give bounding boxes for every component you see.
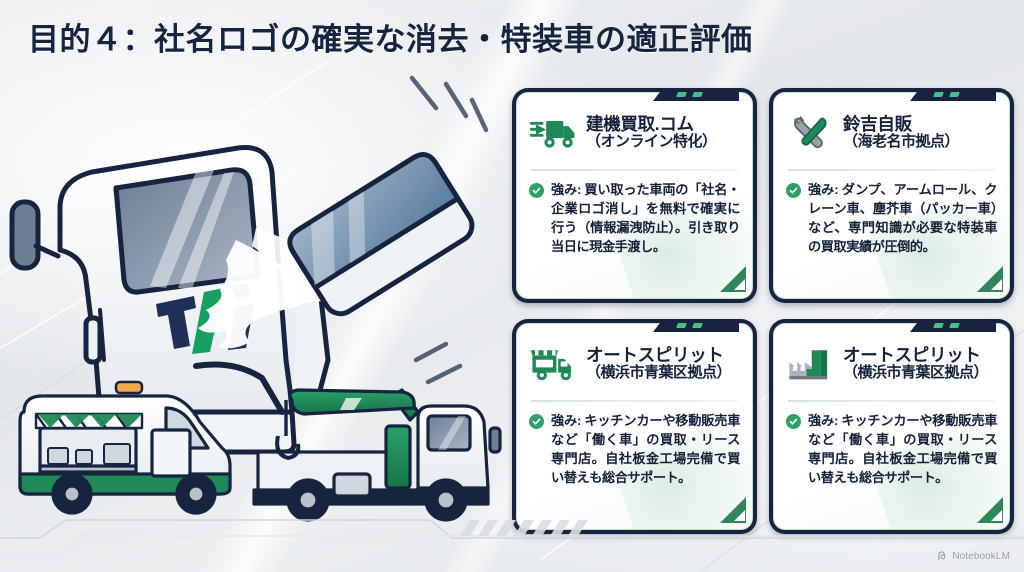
card-company-sub: （オンライン特化） xyxy=(586,133,717,151)
card-company-name: 鈴吉自販 xyxy=(843,113,912,134)
card-corner-triangle xyxy=(977,497,1003,523)
card-notch-decoration xyxy=(910,319,996,332)
card-strength-text: 強み: キッチンカーや移動販売車など「働く車」の買取・リース専門店。自社板金工場… xyxy=(808,412,997,486)
card-strength-text: 強み: ダンプ、アームロール、クレーン車、塵芥車（パッカー車）など、専門知識が必… xyxy=(808,181,997,255)
eraser xyxy=(287,152,475,317)
motion-lines xyxy=(409,75,489,385)
card-company-name: 建機買取.コム xyxy=(586,113,694,134)
card-corner-triangle xyxy=(720,266,746,292)
card-corner-triangle xyxy=(977,266,1003,292)
notebooklm-watermark: NotebookLM xyxy=(937,551,1010,562)
card-notch-decoration xyxy=(653,88,739,101)
card-company-sub: （横浜市青葉区拠点） xyxy=(586,364,732,382)
side-mirror xyxy=(9,199,61,271)
wheels xyxy=(286,478,468,522)
card-strength-text: 強み: キッチンカーや移動販売車など「働く車」の買取・リース専門店。自社板金工場… xyxy=(551,412,740,486)
delivery-truck-icon xyxy=(529,121,575,148)
card-divider xyxy=(788,169,995,171)
card-strength-bullet: 強み: 買い取った車両の「社名・企業ロゴ消し」を無料で確実に行う（情報漏洩防止）… xyxy=(529,180,740,257)
erase-smear xyxy=(198,228,330,349)
company-card-suzukichi-jihan[interactable]: 鈴吉自販 （海老名市拠点） 強み: ダンプ、アームロール、クレーン車、塵芥車（パ… xyxy=(769,88,1014,303)
check-circle-icon xyxy=(786,182,801,198)
kitchen-car xyxy=(18,394,232,515)
notebooklm-label: NotebookLM xyxy=(952,551,1010,562)
company-card-auto-spirit-2[interactable]: オートスピリット （横浜市青葉区拠点） 強み: キッチンカーや移動販売車など「働… xyxy=(769,319,1014,534)
notebooklm-icon xyxy=(938,551,946,561)
check-circle-icon xyxy=(786,413,801,429)
card-strength-bullet: 強み: キッチンカーや移動販売車など「働く車」の買取・リース専門店。自社板金工場… xyxy=(529,411,740,488)
card-notch-decoration xyxy=(910,88,996,101)
card-corner-triangle xyxy=(720,497,746,523)
card-company-sub: （横浜市青葉区拠点） xyxy=(843,364,989,382)
card-divider xyxy=(531,400,738,402)
company-card-grid: 建機買取.コム （オンライン特化） 強み: 買い取った車両の「社名・企業ロゴ消し… xyxy=(512,88,1014,534)
factory-icon xyxy=(789,350,828,380)
wrench-screwdriver-icon xyxy=(793,116,827,149)
card-company-sub: （海老名市拠点） xyxy=(843,133,960,151)
card-notch-decoration xyxy=(653,319,739,332)
company-card-auto-spirit-1[interactable]: オートスピリット （横浜市青葉区拠点） 強み: キッチンカーや移動販売車など「働… xyxy=(512,319,757,534)
illustration-truck-erase xyxy=(9,75,502,522)
wheels xyxy=(51,473,217,515)
check-circle-icon xyxy=(529,413,544,429)
card-divider xyxy=(788,400,995,402)
check-circle-icon xyxy=(529,182,544,198)
card-company-name: オートスピリット xyxy=(843,344,981,365)
crane-truck xyxy=(252,388,502,522)
card-strength-text: 強み: 買い取った車両の「社名・企業ロゴ消し」を無料で確実に行う（情報漏洩防止）… xyxy=(551,181,740,255)
card-divider xyxy=(531,169,738,171)
card-strength-bullet: 強み: キッチンカーや移動販売車など「働く車」の買取・リース専門店。自社板金工場… xyxy=(786,411,997,488)
page-title: 目的４：社名ロゴの確実な消去・特装車の適正評価 xyxy=(28,22,753,57)
food-truck-icon xyxy=(530,350,571,381)
card-strength-bullet: 強み: ダンプ、アームロール、クレーン車、塵芥車（パッカー車）など、専門知識が必… xyxy=(786,180,997,257)
company-card-kenki-kaitori[interactable]: 建機買取.コム （オンライン特化） 強み: 買い取った車両の「社名・企業ロゴ消し… xyxy=(512,88,757,303)
window-glare xyxy=(150,170,234,289)
card-company-name: オートスピリット xyxy=(586,344,724,365)
